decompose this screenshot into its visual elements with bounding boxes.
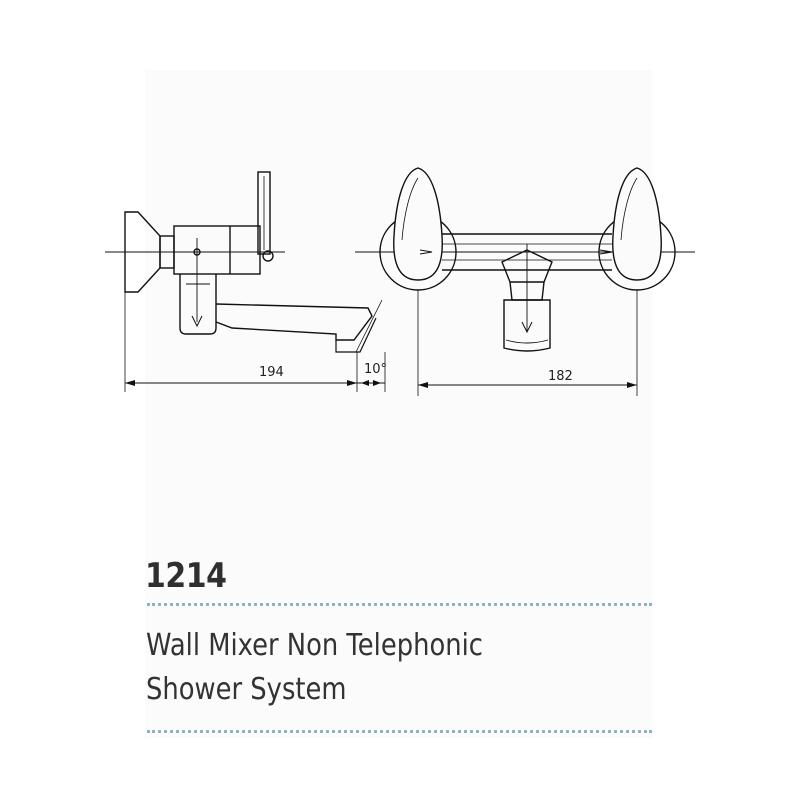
side-view: [105, 171, 386, 392]
front-view: [355, 167, 695, 396]
product-title-line-1: Wall Mixer Non Telephonic: [146, 628, 483, 663]
divider-top: [147, 603, 652, 606]
spout: [215, 303, 373, 341]
diverter: [179, 274, 217, 335]
divider-bottom: [147, 730, 652, 733]
dimension-front-width: 182: [548, 369, 573, 384]
product-title: Wall Mixer Non Telephonic Shower System: [146, 624, 593, 712]
product-title-line-2: Shower System: [146, 672, 347, 707]
outlet: [503, 299, 551, 352]
right-handle: [612, 167, 662, 281]
dimension-angle: 10°: [364, 362, 387, 377]
mixer-body: [173, 225, 261, 275]
center-diverter: [501, 249, 553, 283]
product-code: 1214: [145, 556, 227, 596]
left-handle: [393, 167, 443, 281]
background-panel: [145, 70, 653, 738]
dimension-side-width: 194: [259, 365, 284, 380]
